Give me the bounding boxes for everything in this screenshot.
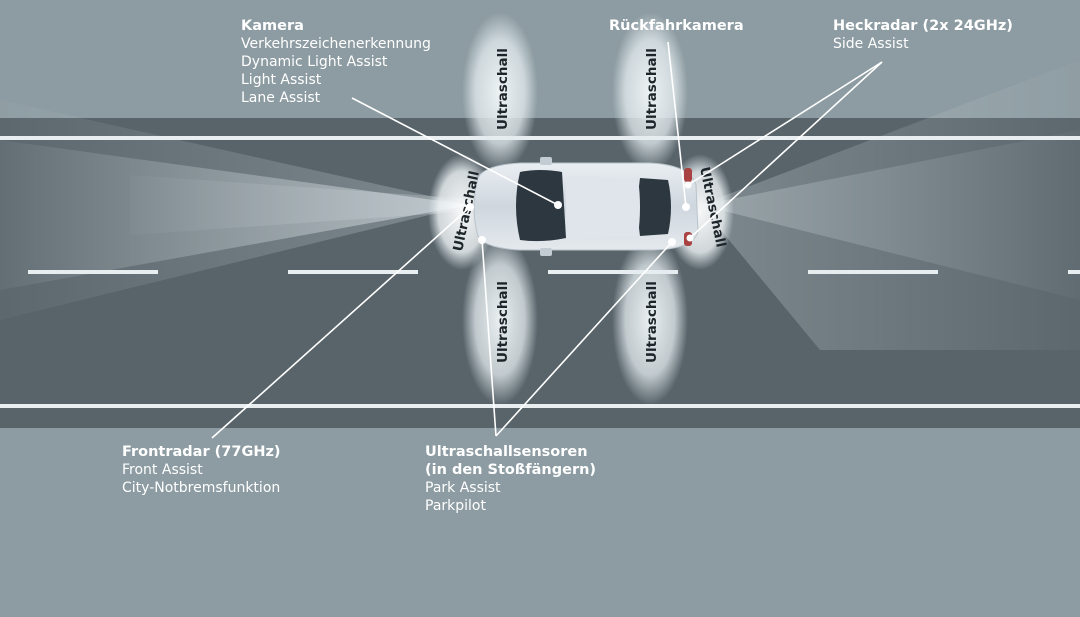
rear-light-left [684, 168, 692, 182]
ultrasonic-field-rear-bottom [612, 235, 688, 405]
car-windshield [516, 170, 566, 242]
label-kamera-line: Light Assist [241, 72, 322, 88]
ultrasonic-field-front-top [462, 12, 538, 172]
mirror-right [540, 248, 552, 256]
label-heckradar-line: Side Assist [833, 36, 909, 52]
label-frontradar-line: Front Assist [122, 462, 203, 478]
leader-line-frontradar [211, 206, 471, 439]
label-kamera: Kamera Verkehrszeichenerkennung Dynamic … [241, 17, 431, 107]
label-rueckfahrkamera: Rückfahrkamera [609, 17, 744, 35]
leader-line-heckradar-2 [689, 61, 883, 239]
leader-line-heckradar-1 [687, 61, 883, 186]
ultrasonic-field-front-bottom [462, 235, 538, 405]
camera-beam [130, 175, 560, 235]
ultraschall-label-front-top: Ultraschall [495, 48, 511, 130]
sensor-point-camera [554, 201, 562, 209]
road-edge-line-bottom [0, 404, 1080, 408]
sensor-points [466, 181, 694, 246]
sensor-point-rear-radar-top [684, 181, 692, 189]
label-rueckfahrkamera-title: Rückfahrkamera [609, 18, 744, 34]
leader-line-ultraschall-1 [481, 239, 497, 437]
sensor-point-rear-camera [682, 203, 690, 211]
label-frontradar: Frontradar (77GHz) Front Assist City-Not… [122, 443, 281, 497]
car [473, 157, 699, 256]
label-kamera-line: Dynamic Light Assist [241, 54, 388, 70]
rear-radar-beam [700, 130, 1080, 300]
ultraschall-label-rear-bottom: Ultraschall [644, 281, 660, 363]
ultraschall-label-rear-top: Ultraschall [644, 48, 660, 130]
sensor-point-front-ultrasonic [478, 236, 486, 244]
label-ultraschallsensoren-title: Ultraschallsensoren [425, 444, 588, 460]
sensor-point-rear-radar-bottom [686, 234, 694, 242]
label-kamera-line: Verkehrszeichenerkennung [241, 36, 431, 52]
ultraschall-label-front-bottom: Ultraschall [495, 281, 511, 363]
road-edge-line-top [0, 136, 1080, 140]
label-ultraschallsensoren: Ultraschallsensoren (in den Stoßfängern)… [425, 443, 596, 515]
sensor-point-rear-ultrasonic [668, 238, 676, 246]
label-frontradar-line: City-Notbremsfunktion [122, 480, 281, 496]
label-ultraschallsensoren-title: (in den Stoßfängern) [425, 462, 597, 478]
leader-line-kamera [351, 97, 559, 206]
label-ultraschallsensoren-line: Park Assist [425, 480, 501, 496]
label-kamera-title: Kamera [241, 18, 304, 34]
label-kamera-line: Lane Assist [241, 90, 321, 106]
mirror-left [540, 157, 552, 165]
label-frontradar-title: Frontradar (77GHz) [122, 444, 281, 460]
leader-line-rueckfahrkamera [667, 41, 687, 208]
car-rear-window [638, 178, 671, 236]
label-ultraschallsensoren-line: Parkpilot [425, 498, 486, 514]
label-heckradar-title: Heckradar (2x 24GHz) [833, 18, 1013, 34]
leader-lines [211, 41, 883, 439]
label-heckradar: Heckradar (2x 24GHz) Side Assist [833, 17, 1013, 53]
car-roof [566, 176, 640, 238]
leader-line-ultraschall-2 [495, 241, 673, 437]
sensor-point-front-radar [466, 203, 474, 211]
